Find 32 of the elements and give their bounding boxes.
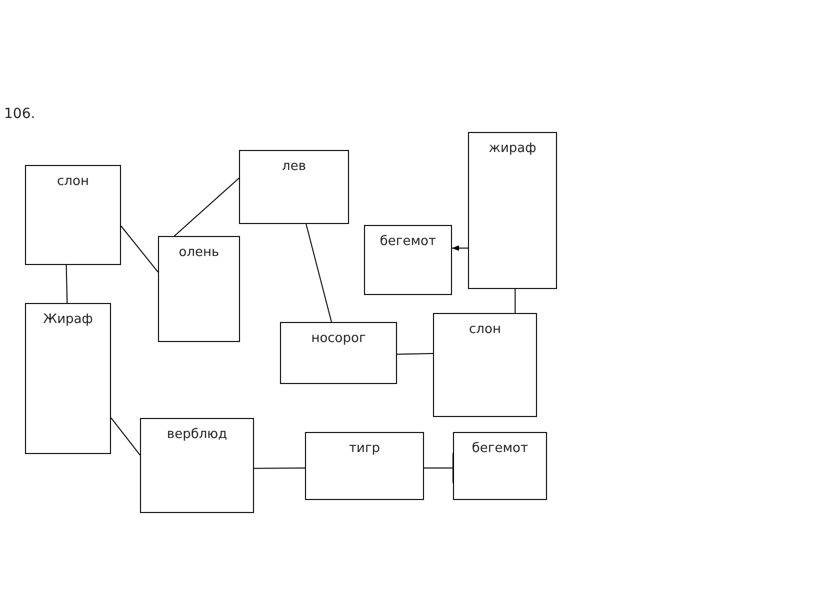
node-label: тигр: [348, 441, 382, 456]
node-label: верблюд: [166, 427, 228, 442]
box: [453, 432, 547, 500]
box: [433, 313, 537, 417]
box: [25, 303, 111, 454]
connector-line: [66, 264, 68, 304]
node-label: Жираф: [42, 312, 94, 327]
connector-line: [110, 417, 140, 456]
box: [468, 132, 557, 289]
node-label: лев: [281, 159, 307, 174]
connector-line: [254, 468, 306, 469]
connector-line: [306, 224, 332, 322]
box: [305, 432, 424, 500]
node-label: жираф: [488, 141, 538, 156]
node-label: носорог: [310, 331, 367, 346]
box: [239, 150, 349, 224]
box: [364, 225, 452, 295]
box: [280, 322, 397, 384]
node-label: слон: [468, 322, 502, 337]
connector-line: [120, 226, 158, 273]
box: [25, 165, 121, 265]
node-label: слон: [56, 174, 90, 189]
node-label: бегемот: [378, 234, 438, 249]
box: [140, 418, 254, 513]
problem-number: 106.: [4, 106, 36, 122]
arrow: [452, 245, 468, 251]
node-label: олень: [178, 245, 220, 260]
connector-line: [174, 178, 240, 236]
connector-line: [396, 353, 434, 355]
box: [158, 236, 240, 342]
node-label: бегемот: [470, 441, 530, 456]
connector-line: [514, 288, 516, 314]
